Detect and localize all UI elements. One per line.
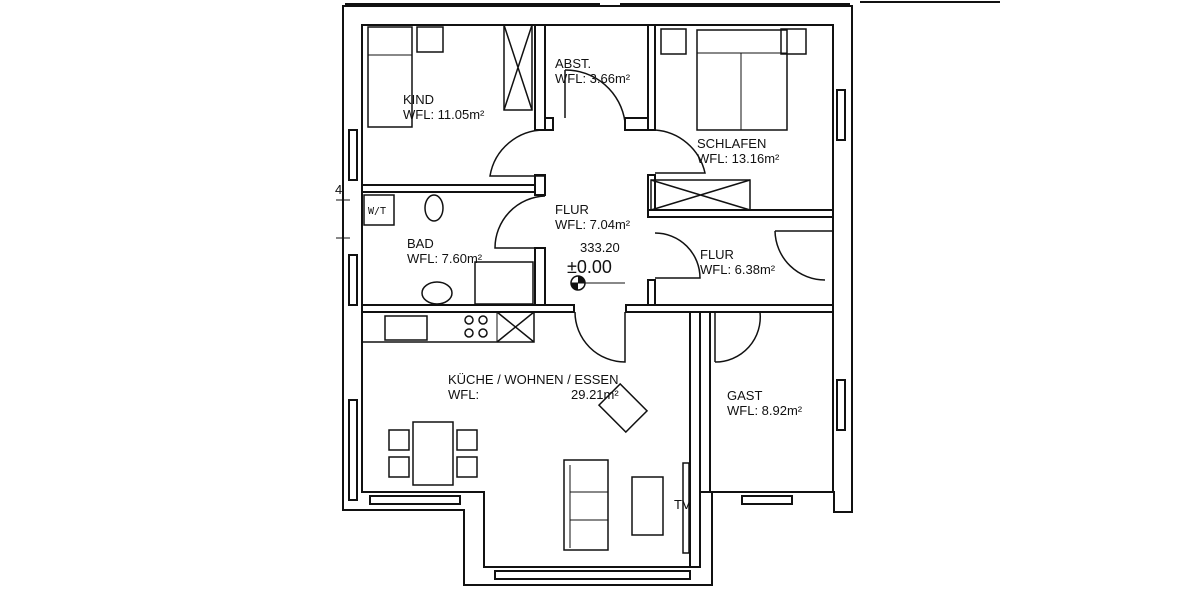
room-kwe-area: 29.21m² bbox=[571, 387, 619, 402]
room-kind-area: WFL: 11.05m² bbox=[403, 107, 485, 122]
room-kwe-area-label: WFL: bbox=[448, 387, 479, 402]
room-gast-area: WFL: 8.92m² bbox=[727, 403, 803, 418]
outer-walls bbox=[342, 5, 853, 586]
svg-text:4: 4 bbox=[335, 182, 342, 197]
wt-label: W/T bbox=[368, 206, 386, 217]
room-schlafen-area: WFL: 13.16m² bbox=[697, 151, 780, 166]
doors bbox=[489, 69, 833, 363]
furniture: W/T TV bbox=[361, 24, 807, 554]
tv-label: TV bbox=[674, 497, 691, 512]
room-flur2-name: FLUR bbox=[700, 247, 734, 262]
interior-walls bbox=[361, 24, 834, 568]
room-flur1-name: FLUR bbox=[555, 202, 589, 217]
axis-marker: 4 bbox=[335, 182, 350, 239]
bed-kind bbox=[367, 26, 413, 128]
top-wall-edge bbox=[345, 1, 1000, 5]
washer-dryer bbox=[363, 194, 395, 226]
coffee-table bbox=[631, 476, 664, 536]
elevation-value: 333.20 bbox=[580, 240, 620, 255]
relative-level: ±0.00 bbox=[567, 257, 612, 277]
sofa bbox=[563, 459, 609, 551]
windows bbox=[348, 89, 846, 580]
room-bad-name: BAD bbox=[407, 236, 434, 251]
wardrobe-schlafen bbox=[650, 179, 751, 211]
washbasin bbox=[421, 281, 453, 305]
shower bbox=[474, 261, 534, 305]
level-marker: 333.20 ±0.00 bbox=[567, 240, 625, 291]
dining-table bbox=[412, 421, 454, 486]
room-schlafen-name: SCHLAFEN bbox=[697, 136, 766, 151]
room-bad-area: WFL: 7.60m² bbox=[407, 251, 483, 266]
room-kwe-name: KÜCHE / WOHNEN / ESSEN bbox=[448, 372, 618, 387]
tv-board bbox=[682, 462, 690, 554]
wardrobe-kind bbox=[503, 24, 533, 111]
room-gast-name: GAST bbox=[727, 388, 762, 403]
room-labels: KIND WFL: 11.05m² ABST. WFL: 3.66m² SCHL… bbox=[403, 56, 803, 418]
armchair bbox=[597, 382, 649, 434]
room-kind-name: KIND bbox=[403, 92, 434, 107]
kitchen-counter bbox=[361, 311, 535, 343]
room-flur2-area: WFL: 6.38m² bbox=[700, 262, 776, 277]
room-abst-name: ABST. bbox=[555, 56, 591, 71]
room-abst-area: WFL: 3.66m² bbox=[555, 71, 631, 86]
toilet bbox=[424, 194, 444, 222]
double-bed bbox=[696, 29, 788, 131]
room-flur1-area: WFL: 7.04m² bbox=[555, 217, 631, 232]
sink bbox=[384, 315, 428, 341]
